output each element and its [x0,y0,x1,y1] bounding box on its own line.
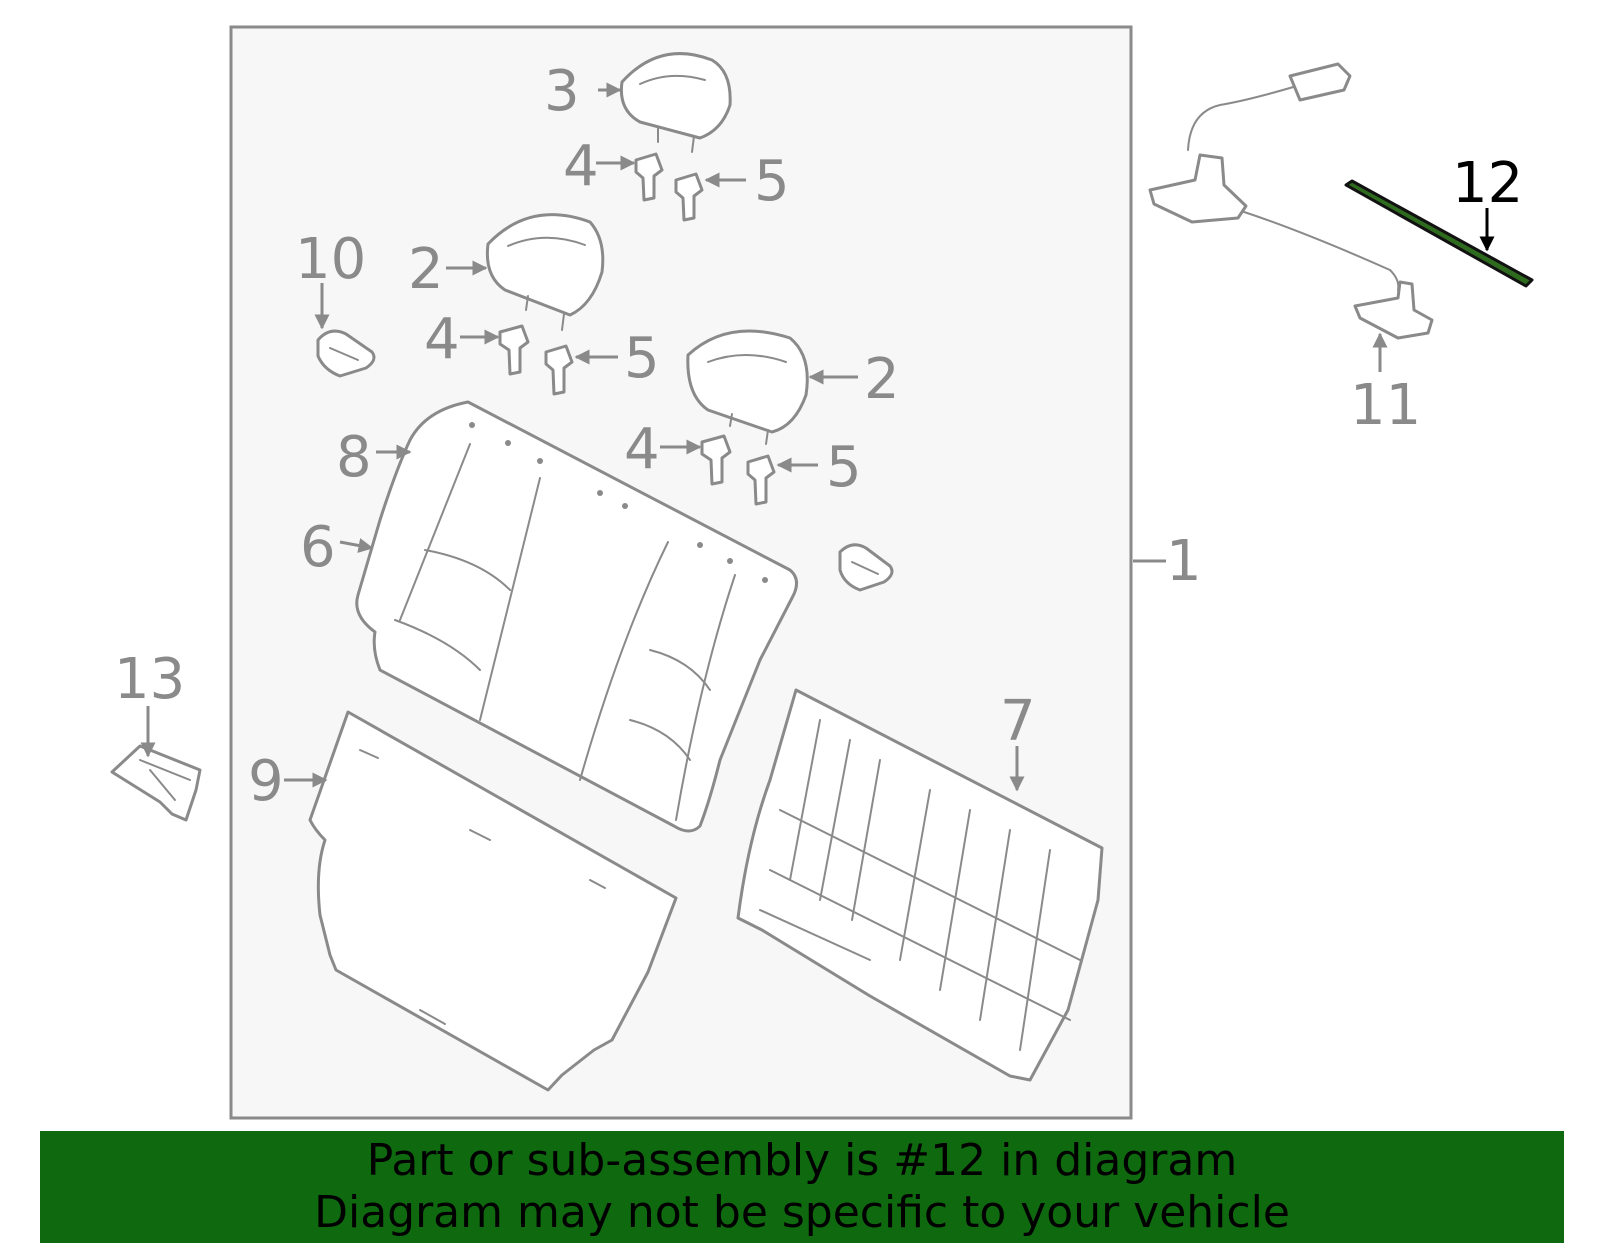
bracket [110,744,202,822]
headrest-guide-4a [634,152,664,202]
callout-10: 10 [295,227,366,292]
headrest-left [485,213,605,331]
headrest-guide-5a [674,172,704,222]
callout-2b: 2 [864,347,900,412]
leader-lines [140,82,1495,792]
release-cable [1148,62,1434,340]
seat-back-cover [355,400,798,833]
callout-5b: 5 [624,326,660,391]
headrest-guide-5b [544,344,574,396]
callout-6: 6 [300,515,336,580]
callout-1: 1 [1166,529,1202,594]
callout-5c: 5 [826,435,862,500]
callout-5a: 5 [754,149,790,214]
lock-bezel-left [316,329,376,378]
headrest-right [686,329,809,445]
headrest-guide-5c [746,454,776,506]
callout-13: 13 [114,647,185,712]
callout-4b: 4 [424,307,460,372]
callout-3: 3 [544,59,580,124]
callout-12: 12 [1452,151,1523,216]
headrest-guide-4c [700,434,732,486]
seat-back-board [308,710,678,1092]
highlighted-part-12 [1344,179,1534,288]
callout-7: 7 [1000,689,1036,754]
callout-4c: 4 [624,417,660,482]
callout-2a: 2 [408,237,444,302]
callout-9: 9 [248,749,284,814]
headrest-center [619,52,732,153]
lock-bezel-right [838,543,894,592]
banner-line-2: Diagram may not be specific to your vehi… [314,1187,1290,1238]
notice-banner: Part or sub-assembly is #12 in diagram D… [40,1131,1564,1243]
callout-11: 11 [1350,373,1421,438]
banner-line-1: Part or sub-assembly is #12 in diagram [366,1135,1238,1186]
callout-4a: 4 [563,134,599,199]
callout-8: 8 [336,425,372,490]
headrest-guide-4b [498,324,530,376]
seat-back-frame [736,688,1104,1082]
